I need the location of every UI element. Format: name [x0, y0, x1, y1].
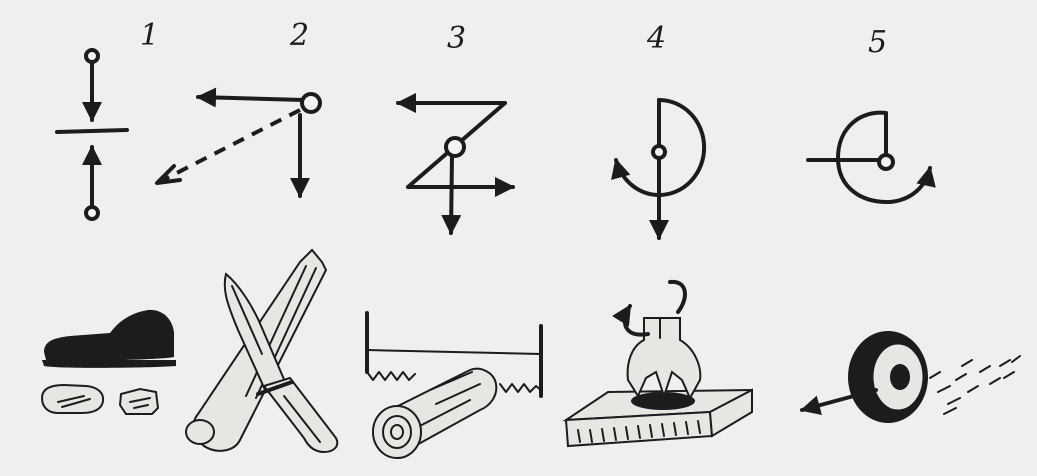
- divider-line: [57, 130, 127, 132]
- dashed-line: [163, 110, 300, 180]
- node-circle: [653, 146, 665, 158]
- drilling-symbol: [616, 100, 704, 238]
- shoe-illustration: [42, 310, 176, 414]
- wheel-illustration: [802, 331, 1020, 423]
- panel-number-5: 5: [868, 25, 887, 60]
- node-circle: [879, 155, 893, 169]
- shoe-upper: [44, 310, 174, 361]
- shoe-sole: [42, 360, 176, 368]
- tire-tracks: [930, 356, 1020, 414]
- saw-log-illustration: [367, 313, 541, 458]
- rolling-symbol: [808, 113, 930, 202]
- drill-board-illustration: [566, 282, 752, 446]
- sawing-symbol: [398, 103, 513, 233]
- branch-cut-end: [186, 420, 214, 444]
- cutting-symbol: [157, 94, 320, 196]
- node-circle: [446, 138, 464, 156]
- rotation-arrow-right-icon: [670, 282, 685, 312]
- panel-number-3: 3: [447, 21, 466, 56]
- panel-number-2: 2: [289, 18, 309, 53]
- node-circle: [302, 94, 320, 112]
- drill-bit: [628, 318, 701, 398]
- down-arrow-icon: [451, 155, 452, 233]
- knife-branch-illustration: [186, 250, 337, 452]
- dashed-arrow-head-icon: [157, 166, 180, 183]
- panel-number-4: 4: [646, 21, 666, 56]
- wheel-hub: [890, 364, 910, 390]
- saw-tension-bar: [367, 350, 541, 354]
- node-circle-bottom: [86, 207, 98, 219]
- left-arrow-icon: [198, 97, 304, 100]
- log-cut-end: [373, 406, 421, 458]
- node-circle-top: [86, 50, 98, 62]
- sole-piece-right: [120, 389, 158, 414]
- compression-symbol: [57, 50, 127, 219]
- panel-number-1: 1: [140, 18, 159, 53]
